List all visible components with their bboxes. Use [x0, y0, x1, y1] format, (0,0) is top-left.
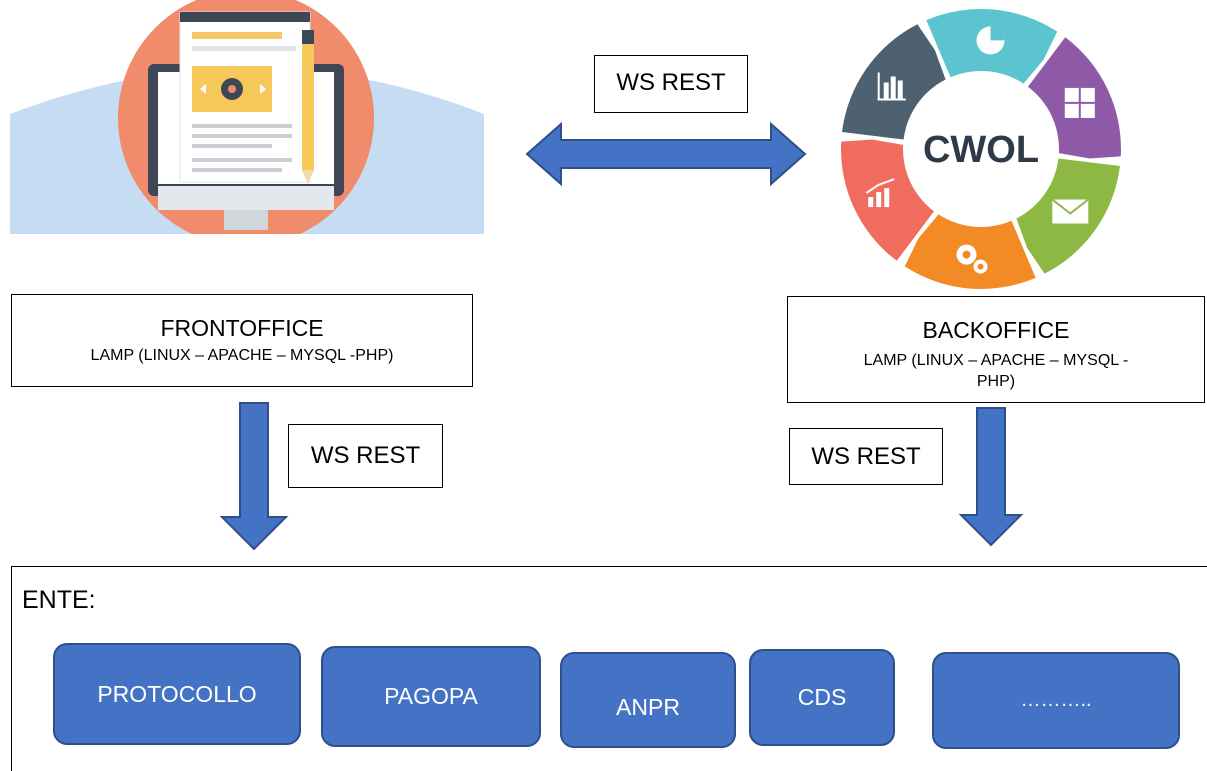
calculator-icon — [1064, 87, 1095, 118]
frontoffice-title: FRONTOFFICE — [160, 315, 324, 341]
ws-rest-text: WS REST — [811, 443, 921, 470]
ws-rest-label-top: WS REST — [594, 55, 748, 113]
backoffice-title: BACKOFFICE — [922, 317, 1070, 343]
service-anpr: ANPR — [560, 652, 736, 748]
service-pagopa: PAGOPA — [321, 646, 541, 747]
ws-rest-label-right: WS REST — [789, 428, 943, 485]
bidirectional-arrow — [525, 121, 807, 187]
cwol-logo-ring — [841, 8, 1121, 290]
down-arrow-right — [958, 407, 1024, 547]
ws-rest-label-left: WS REST — [288, 424, 443, 488]
down-arrow-left — [219, 402, 289, 551]
backoffice-box: BACKOFFICE LAMP (LINUX – APACHE – MYSQL … — [787, 296, 1205, 403]
service-protocollo: PROTOCOLLO — [53, 643, 301, 745]
gears-icon — [956, 244, 988, 274]
ente-label: ENTE: — [22, 586, 96, 614]
backoffice-subtitle-line1: LAMP (LINUX – APACHE – MYSQL - — [863, 352, 1129, 369]
envelope-icon — [1051, 198, 1089, 224]
ws-rest-text: WS REST — [310, 442, 421, 469]
pie-chart-icon — [976, 26, 1005, 55]
logo-center — [907, 75, 1055, 223]
frontoffice-illustration — [10, 0, 484, 234]
cwol-logo: CWOL — [836, 4, 1126, 294]
frontoffice-box: FRONTOFFICE LAMP (LINUX – APACHE – MYSQL… — [11, 294, 473, 387]
backoffice-subtitle-line2: PHP) — [976, 373, 1016, 390]
frontoffice-subtitle: LAMP (LINUX – APACHE – MYSQL -PHP) — [90, 347, 394, 364]
growth-chart-icon — [865, 178, 895, 208]
service-cds: CDS — [749, 649, 895, 746]
service-more: ……….. — [932, 652, 1180, 749]
computer-monitor-webpage-icon — [10, 0, 484, 234]
cwol-logo-text: CWOL — [922, 129, 1040, 171]
bar-chart-icon — [877, 72, 906, 101]
ws-rest-text: WS REST — [616, 69, 726, 96]
